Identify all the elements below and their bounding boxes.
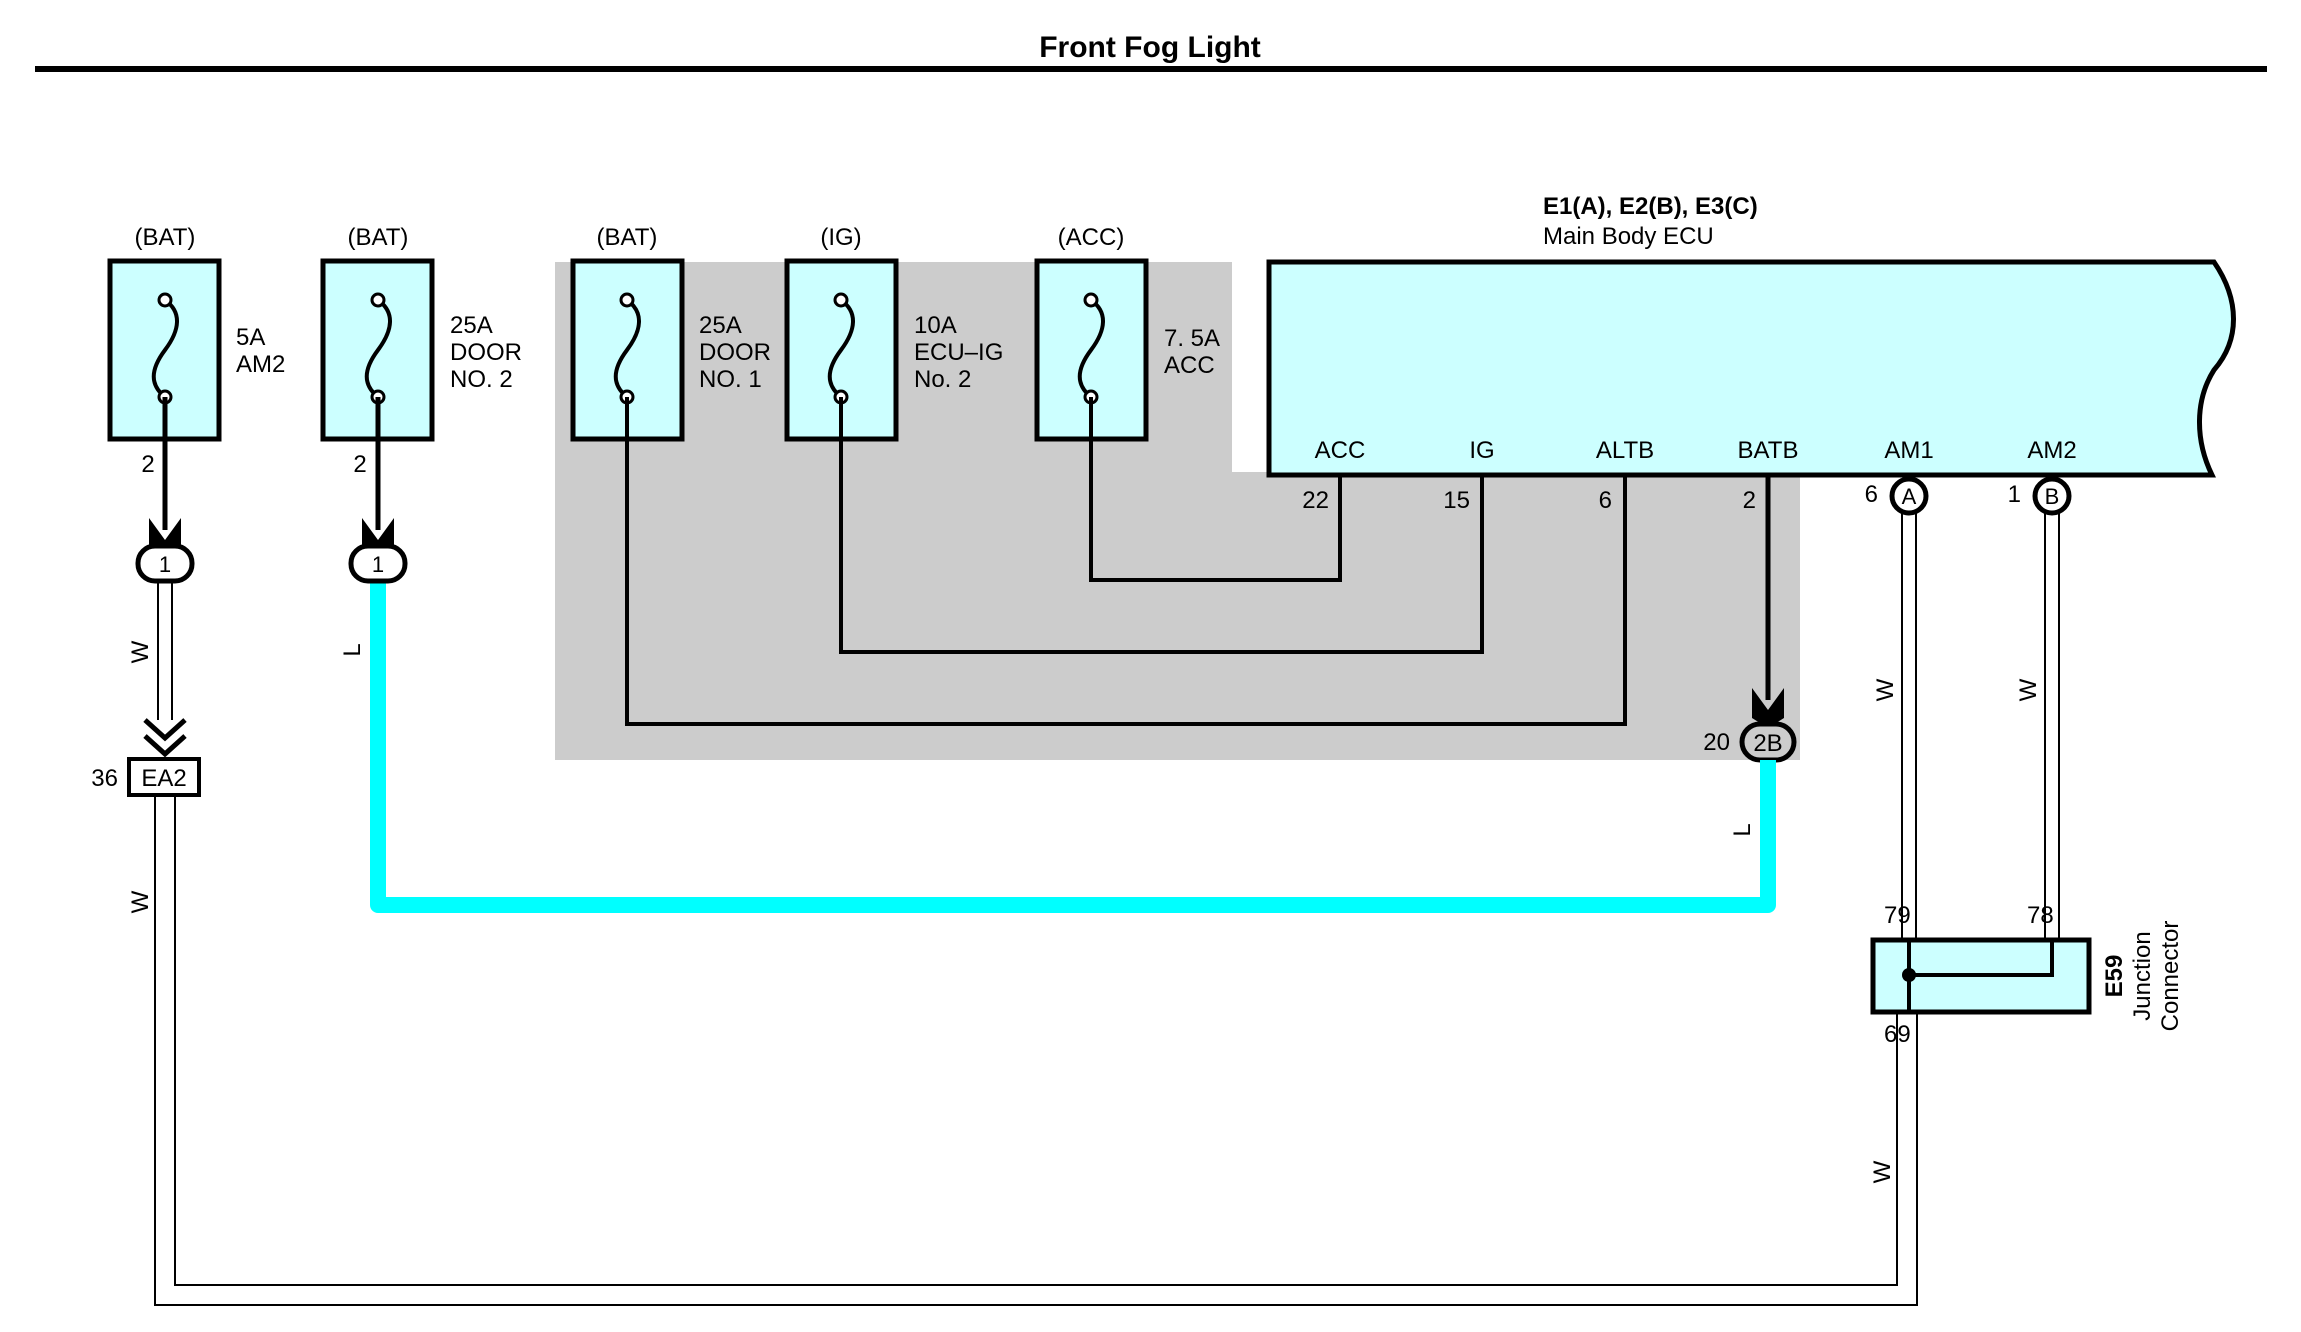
ecu-terminal-am1: AM1 bbox=[1884, 437, 1933, 464]
fuse-pin: 2 bbox=[353, 451, 366, 478]
wire-acc bbox=[1089, 397, 1342, 582]
wire-color-w: W bbox=[127, 890, 154, 913]
wire-w-return-outer bbox=[154, 795, 1918, 1306]
connector-pin: 36 bbox=[91, 765, 118, 792]
wire-l-blue bbox=[370, 580, 1776, 913]
ecu-terminal-ig: IG bbox=[1469, 437, 1494, 464]
junction-code: E59 bbox=[2101, 955, 2128, 998]
fuse-supply: (BAT) bbox=[348, 224, 409, 251]
wire-color-w: W bbox=[1872, 678, 1899, 701]
fuse-pin: 2 bbox=[141, 451, 154, 478]
fuse-element-icon bbox=[827, 298, 855, 399]
fuse-rating: 25A bbox=[699, 312, 742, 339]
fuse-supply: (BAT) bbox=[597, 224, 658, 251]
connector-pin: 20 bbox=[1703, 729, 1730, 756]
wire-color-w: W bbox=[1869, 1160, 1896, 1183]
wire-altb bbox=[625, 397, 1627, 726]
fuse-name-2: NO. 2 bbox=[450, 366, 513, 393]
ecu-name: Main Body ECU bbox=[1543, 223, 1714, 250]
connector-2b: 2B 20 bbox=[1703, 721, 1797, 763]
fuse-supply: (BAT) bbox=[135, 224, 196, 251]
arrow-down-icon bbox=[1752, 688, 1784, 728]
junction-name: Junction bbox=[2129, 931, 2156, 1020]
wire-color-w: W bbox=[127, 640, 154, 663]
fuse-name: DOOR bbox=[450, 339, 522, 366]
fuse-rating: 5A bbox=[236, 324, 265, 351]
junction-pin: 78 bbox=[2027, 902, 2054, 929]
ecu-terminal-altb: ALTB bbox=[1596, 437, 1654, 464]
connector-label: EA2 bbox=[141, 765, 186, 792]
fuse-supply: (ACC) bbox=[1058, 224, 1125, 251]
ecu-terminal-acc: ACC bbox=[1315, 437, 1366, 464]
ecu-codes: E1(A), E2(B), E3(C) bbox=[1543, 193, 1758, 220]
diagram-title: Front Fog Light bbox=[1039, 31, 1261, 64]
fuse-supply: (IG) bbox=[820, 224, 861, 251]
ecu-pin-altb: 6 bbox=[1599, 487, 1612, 514]
connector-letter: A bbox=[1902, 484, 1917, 509]
connector-label: 1 bbox=[159, 552, 171, 577]
fuse-rating: 25A bbox=[450, 312, 493, 339]
title-rule bbox=[35, 66, 2267, 72]
connector-1-left: 1 bbox=[135, 543, 195, 584]
connector-a: A bbox=[1889, 476, 1929, 516]
wire-color-l: L bbox=[1729, 823, 1756, 836]
ecu-terminal-batb: BATB bbox=[1738, 437, 1799, 464]
connector-letter: B bbox=[2045, 484, 2060, 509]
ecu-pin-acc: 22 bbox=[1302, 487, 1329, 514]
fuse-name-2: No. 2 bbox=[914, 366, 971, 393]
junction-connector-e59: 79 78 69 E59 Junction Connector bbox=[1870, 902, 2184, 1048]
fuse-name: ECU–IG bbox=[914, 339, 1003, 366]
connector-ea2: EA2 36 bbox=[91, 757, 201, 797]
wire-color-w: W bbox=[2015, 678, 2042, 701]
fuse-rating: 7. 5A bbox=[1164, 325, 1220, 352]
connector-1-right: 1 bbox=[348, 543, 408, 584]
fuse-element-icon bbox=[1077, 298, 1105, 399]
ecu-pin-batb: 2 bbox=[1743, 487, 1756, 514]
fuse-door-no2: (BAT) 25A DOOR NO. 2 2 bbox=[320, 224, 522, 478]
ecu-terminal-am2: AM2 bbox=[2027, 437, 2076, 464]
junction-pin: 79 bbox=[1884, 902, 1911, 929]
fuse-element-icon bbox=[364, 298, 392, 399]
ecu-pin-ig: 15 bbox=[1443, 487, 1470, 514]
fuse-element-icon bbox=[151, 298, 179, 399]
connector-label: 1 bbox=[372, 552, 384, 577]
fuse-name: AM2 bbox=[236, 351, 285, 378]
fuse-name: DOOR bbox=[699, 339, 771, 366]
fuse-acc: (ACC) 7. 5A ACC bbox=[1034, 224, 1220, 442]
ecu-pin-am1: 6 bbox=[1865, 481, 1878, 508]
junction-pin: 69 bbox=[1884, 1021, 1911, 1048]
junction-name-2: Connector bbox=[2157, 921, 2184, 1032]
wire-w-return-inner bbox=[174, 795, 1898, 1286]
connector-b: B bbox=[2032, 476, 2072, 516]
connector-label: 2B bbox=[1753, 730, 1782, 757]
ecu-body bbox=[1266, 259, 2236, 478]
fuse-am2: (BAT) 5A AM2 2 bbox=[107, 224, 285, 478]
fuse-rating: 10A bbox=[914, 312, 957, 339]
fuse-name: ACC bbox=[1164, 352, 1215, 379]
fuse-element-icon bbox=[613, 298, 641, 399]
double-chevron-icon bbox=[143, 718, 187, 758]
wire-color-l: L bbox=[339, 643, 366, 656]
wire-ig bbox=[839, 397, 1484, 654]
ecu-pin-am2: 1 bbox=[2008, 481, 2021, 508]
fuse-name-2: NO. 1 bbox=[699, 366, 762, 393]
